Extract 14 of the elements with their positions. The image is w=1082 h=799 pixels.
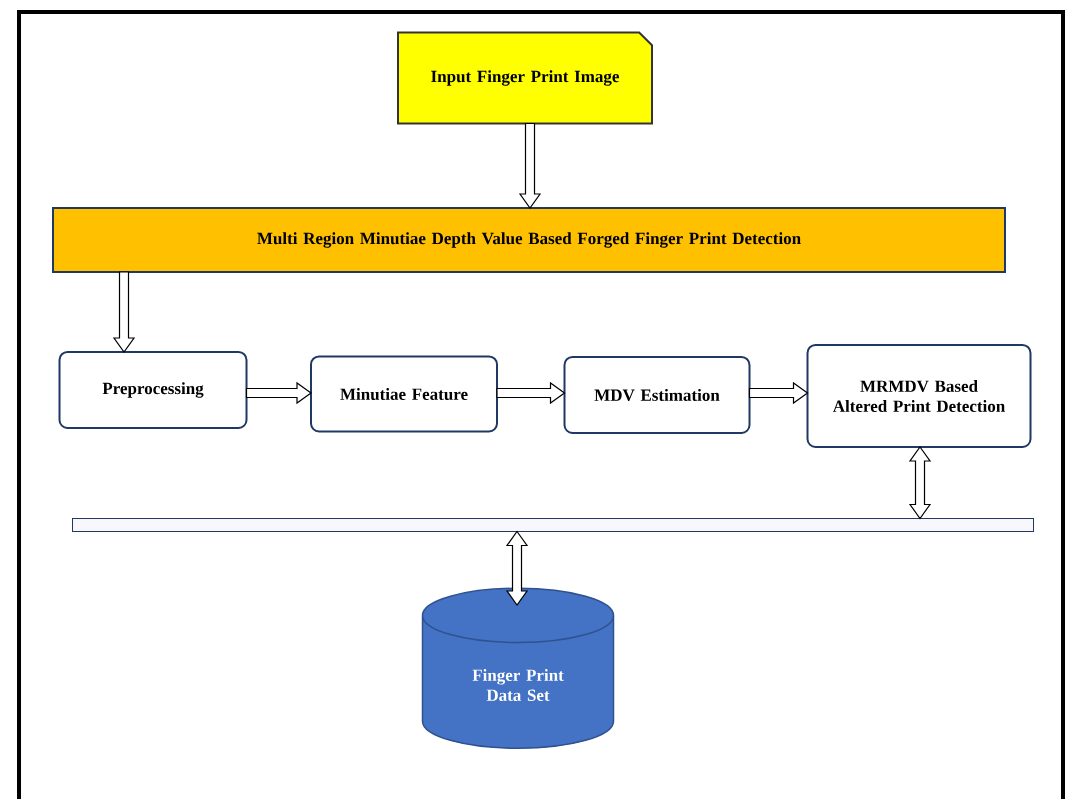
process-box: MDV Estimation <box>563 356 751 434</box>
process-box: MRMDV Based Altered Print Detection <box>806 344 1032 448</box>
hollow-arrow <box>245 381 313 405</box>
hollow-arrow <box>496 381 566 405</box>
hollow-arrow <box>505 530 529 606</box>
hollow-arrow <box>748 381 809 405</box>
database-cylinder: Finger Print Data Set <box>421 587 615 750</box>
process-band: Multi Region Minutiae Depth Value Based Forged Finger Print Detection <box>52 207 1006 273</box>
hollow-arrow <box>518 122 542 210</box>
process-box: Preprocessing <box>58 351 248 429</box>
hollow-arrow <box>112 271 136 354</box>
process-box: Minutiae Feature <box>310 355 498 433</box>
bus-bar <box>72 518 1034 532</box>
input-box: Input Finger Print Image <box>397 31 653 125</box>
